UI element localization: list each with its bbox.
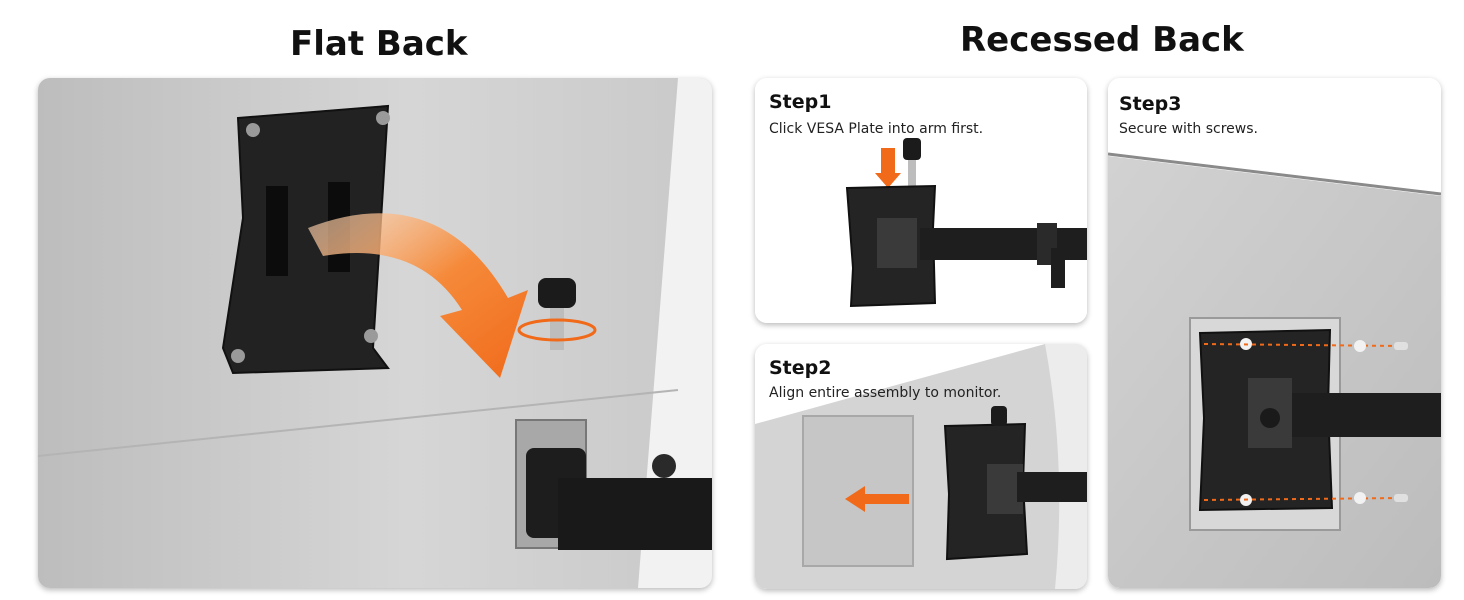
step1-description: Click VESA Plate into arm first.	[769, 121, 984, 137]
step1-panel: Step1 Click VESA Plate into arm first.	[755, 78, 1087, 323]
flat-back-illustration	[38, 78, 712, 588]
step2-panel: Step2 Align entire assembly to monitor.	[755, 344, 1087, 589]
vesa-plate-shape	[943, 422, 1029, 561]
step3-panel: Step3 Secure with screws.	[1108, 78, 1441, 588]
step3-description: Secure with screws.	[1119, 121, 1258, 137]
step3-illustration	[1108, 78, 1441, 588]
flat-back-heading: Flat Back	[290, 24, 468, 64]
step1-title: Step1	[769, 91, 832, 113]
step3-title: Step3	[1119, 93, 1182, 115]
step1-illustration	[755, 78, 1087, 323]
flat-back-panel	[38, 78, 712, 588]
curved-arrow-icon	[308, 213, 528, 378]
step2-title: Step2	[769, 357, 832, 379]
step2-illustration	[755, 344, 1087, 589]
vesa-plate-shape	[221, 104, 390, 375]
step2-description: Align entire assembly to monitor.	[769, 385, 1002, 401]
recessed-back-heading: Recessed Back	[960, 20, 1244, 60]
